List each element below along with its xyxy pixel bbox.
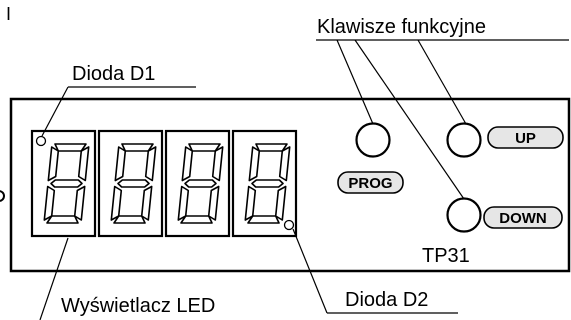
diode-d1-label: Dioda D1 bbox=[72, 63, 155, 85]
segment-e bbox=[43, 185, 56, 221]
leader-prog bbox=[336, 39, 374, 125]
segment-e bbox=[110, 185, 123, 221]
down-label: DOWN bbox=[499, 210, 547, 227]
segment-d bbox=[247, 215, 280, 224]
up-label: UP bbox=[515, 130, 536, 147]
up-button[interactable] bbox=[446, 122, 482, 158]
segment-e bbox=[177, 185, 190, 221]
segment-a bbox=[255, 143, 288, 152]
down-button[interactable] bbox=[446, 197, 482, 233]
leader-up bbox=[417, 39, 467, 125]
segment-a bbox=[188, 143, 221, 152]
diode-d1-indicator bbox=[35, 135, 47, 147]
segment-c bbox=[274, 185, 287, 221]
segment-f bbox=[47, 146, 60, 182]
leader-d1 bbox=[41, 86, 69, 137]
segment-b bbox=[77, 146, 90, 182]
model-label: TP31 bbox=[422, 245, 470, 267]
function-keys-label: Klawisze funkcyjne bbox=[317, 16, 486, 38]
leader-down bbox=[354, 39, 465, 200]
mounting-hole bbox=[0, 190, 5, 202]
diode-d2-indicator bbox=[283, 219, 295, 231]
led-display bbox=[30, 129, 298, 238]
led-digit bbox=[231, 129, 298, 238]
prog-button[interactable] bbox=[355, 122, 391, 158]
segment-g bbox=[117, 179, 150, 188]
prog-label-pill bbox=[337, 171, 404, 194]
led-digit-window bbox=[164, 129, 231, 238]
prog-label: PROG bbox=[348, 175, 392, 192]
segment-c bbox=[140, 185, 153, 221]
led-digit-window bbox=[30, 129, 97, 238]
led-digit bbox=[164, 129, 231, 238]
led-digit-window bbox=[97, 129, 164, 238]
segment-a bbox=[121, 143, 154, 152]
diode-d2-label: Dioda D2 bbox=[345, 289, 428, 311]
segment-f bbox=[181, 146, 194, 182]
segment-a bbox=[54, 143, 87, 152]
segment-f bbox=[114, 146, 127, 182]
segment-d bbox=[180, 215, 213, 224]
device-panel bbox=[9, 97, 571, 273]
segment-g bbox=[251, 179, 284, 188]
leader-led-display bbox=[39, 237, 69, 320]
leader-d2 bbox=[292, 228, 328, 314]
led-digit bbox=[30, 129, 97, 238]
down-label-pill bbox=[483, 206, 563, 229]
led-digit-window bbox=[231, 129, 298, 238]
segment-d bbox=[113, 215, 146, 224]
page-marker: I bbox=[6, 4, 11, 24]
segment-e bbox=[244, 185, 257, 221]
segment-c bbox=[73, 185, 86, 221]
segment-f bbox=[248, 146, 261, 182]
segment-b bbox=[144, 146, 157, 182]
up-label-pill bbox=[487, 126, 564, 149]
led-digit bbox=[97, 129, 164, 238]
segment-d bbox=[46, 215, 79, 224]
segment-g bbox=[184, 179, 217, 188]
led-display-label: Wyświetlacz LED bbox=[61, 295, 215, 317]
segment-b bbox=[278, 146, 291, 182]
segment-b bbox=[211, 146, 224, 182]
segment-g bbox=[50, 179, 83, 188]
segment-c bbox=[207, 185, 220, 221]
